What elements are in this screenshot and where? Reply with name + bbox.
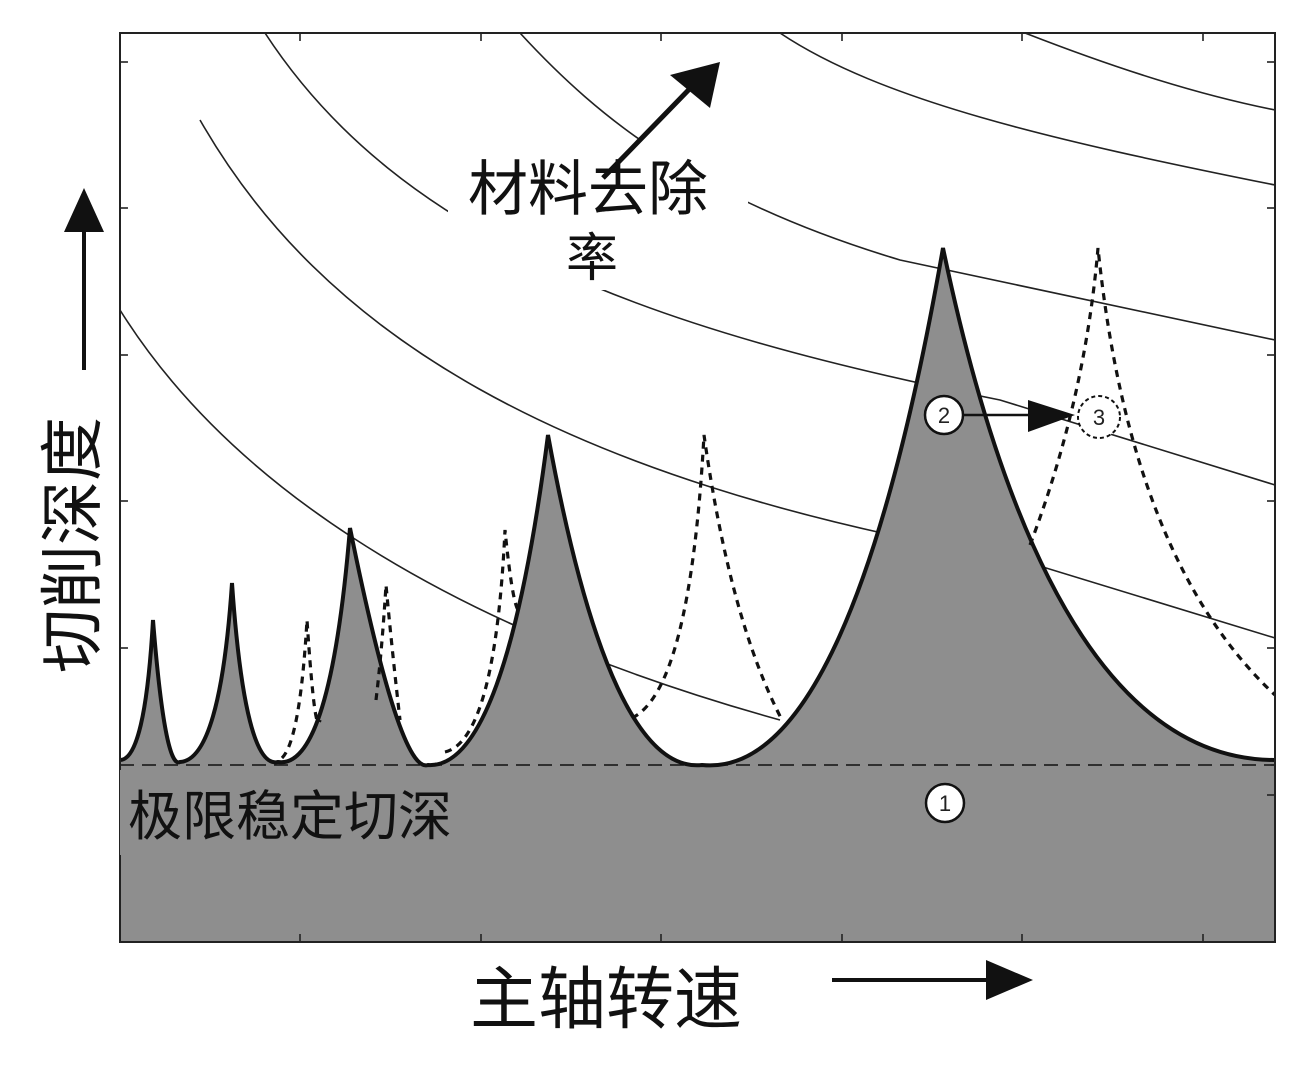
y-axis-arrow-head [64, 188, 104, 232]
limit-label-backdrop [120, 770, 520, 855]
mrr-arrow [601, 71, 707, 180]
mrr-isoline [1024, 33, 1275, 111]
shifted-lobes [280, 247, 1277, 760]
mrr-isoline [199, 119, 1275, 639]
dashed-lobe [374, 584, 402, 721]
x-axis-arrow-head [986, 960, 1033, 1000]
marker-2-label: 2 [938, 403, 950, 428]
mrr-isoline [264, 33, 1275, 486]
marker-3-label: 3 [1093, 405, 1105, 430]
limit-depth-label: 极限稳定切深 [128, 785, 452, 848]
mrr-label-line2: 率 [566, 229, 618, 289]
marker-2: 2 [923, 394, 965, 436]
axis-ticks [120, 33, 1275, 942]
marker-3: 3 [1077, 395, 1121, 439]
marker-1: 1 [924, 782, 966, 824]
marker-1-label: 1 [939, 791, 951, 816]
mrr-label-backdrop [448, 140, 748, 290]
y-axis-label: 切削深度 [37, 417, 111, 673]
shift-arrow-head [1028, 400, 1075, 432]
x-axis-label: 主轴转速 [470, 961, 742, 1040]
plot-frame [119, 32, 1276, 943]
mrr-arrow-head [670, 62, 720, 108]
dashed-lobe [1028, 247, 1277, 697]
mrr-isolines [120, 33, 1275, 721]
dashed-lobe [444, 529, 520, 754]
mrr-isoline [779, 33, 1275, 186]
dashed-lobe [631, 434, 784, 721]
mrr-label-line1: 材料去除 [468, 155, 708, 225]
